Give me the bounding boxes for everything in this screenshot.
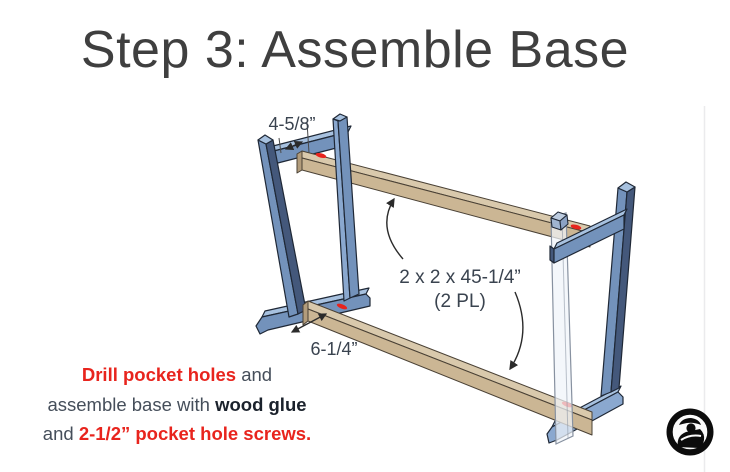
dim-bottom-label: 6-1/4” — [310, 339, 357, 359]
instruction-red-drill: Drill pocket holes — [81, 364, 237, 385]
part-label-size: 2 x 2 x 45-1/4” — [399, 267, 520, 288]
dimension-top: 4-5/8” — [268, 114, 316, 154]
instruction-line-3: and 2-1/2” pocket hole screws. — [16, 419, 338, 449]
right-end-frame-stretcher — [549, 208, 628, 264]
instruction-line-1: Drill pocket holes and — [16, 360, 338, 390]
instruction-line-2: assemble base with wood glue — [16, 390, 338, 420]
instruction-plain-and1: and — [236, 364, 273, 385]
left-end-frame-inner-leg — [332, 113, 360, 302]
instruction-note: Drill pocket holes and assemble base wit… — [16, 360, 338, 449]
part-label-qty: (2 PL) — [434, 291, 486, 312]
instruction-bold-glue: wood glue — [215, 393, 307, 415]
woodworker-logo — [666, 408, 714, 456]
callout-arrow-to-bottom-rail — [509, 291, 524, 371]
part-callout: 2 x 2 x 45-1/4” (2 PL) — [386, 197, 524, 371]
instruction-red-screws: 2-1/2” pocket hole screws. — [78, 423, 312, 444]
instruction-plain-assemble: assemble base with — [47, 393, 216, 415]
page-title: Step 3: Assemble Base — [80, 21, 630, 79]
bottom-stretcher-rail — [302, 300, 593, 436]
callout-arrow-to-top-rail — [386, 197, 404, 260]
dimension-bottom: 6-1/4” — [290, 313, 358, 359]
dim-top-label: 4-5/8” — [268, 114, 315, 134]
instruction-plain-and2: and — [42, 423, 79, 444]
